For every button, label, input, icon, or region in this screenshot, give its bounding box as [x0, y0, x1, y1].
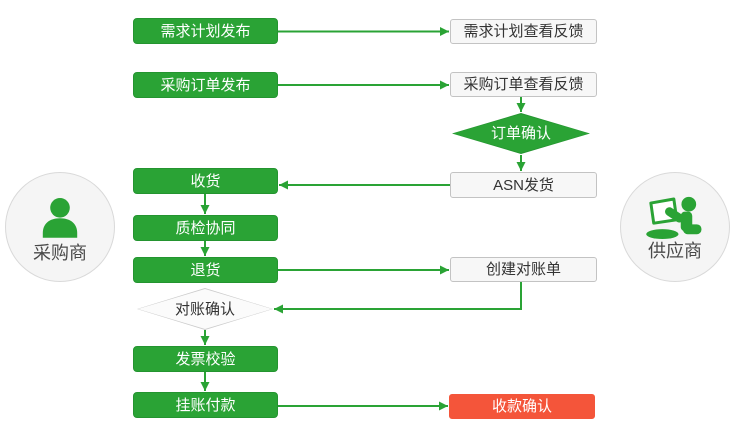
node-quality-check: 质检协同	[133, 215, 278, 241]
node-demand-plan-feedback: 需求计划查看反馈	[450, 19, 597, 44]
node-receipt-confirm: 收款确认	[449, 394, 595, 419]
node-recon-confirm: 对账确认	[137, 288, 273, 330]
supplier-label: 供应商	[648, 240, 702, 261]
node-asn-ship: ASN发货	[450, 172, 597, 198]
node-po-feedback: 采购订单查看反馈	[450, 72, 597, 97]
person-laptop-icon	[646, 196, 702, 239]
node-returns: 退货	[133, 257, 278, 283]
order-confirm-label: 订单确认	[490, 125, 551, 142]
actor-buyer: 采购商	[5, 172, 115, 282]
node-invoice-verify: 发票校验	[133, 346, 278, 372]
node-create-statement: 创建对账单	[450, 257, 597, 282]
node-demand-plan-publish: 需求计划发布	[133, 18, 278, 44]
node-order-confirm: 订单确认	[452, 113, 590, 154]
node-po-publish: 采购订单发布	[133, 72, 278, 98]
buyer-label: 采购商	[33, 242, 87, 263]
node-receive: 收货	[133, 168, 278, 194]
actor-supplier: 供应商	[620, 172, 730, 282]
connector-statement-to-recon	[274, 282, 522, 314]
person-icon	[42, 197, 78, 238]
recon-confirm-label: 对账确认	[174, 300, 235, 318]
node-book-payment: 挂账付款	[133, 392, 278, 418]
